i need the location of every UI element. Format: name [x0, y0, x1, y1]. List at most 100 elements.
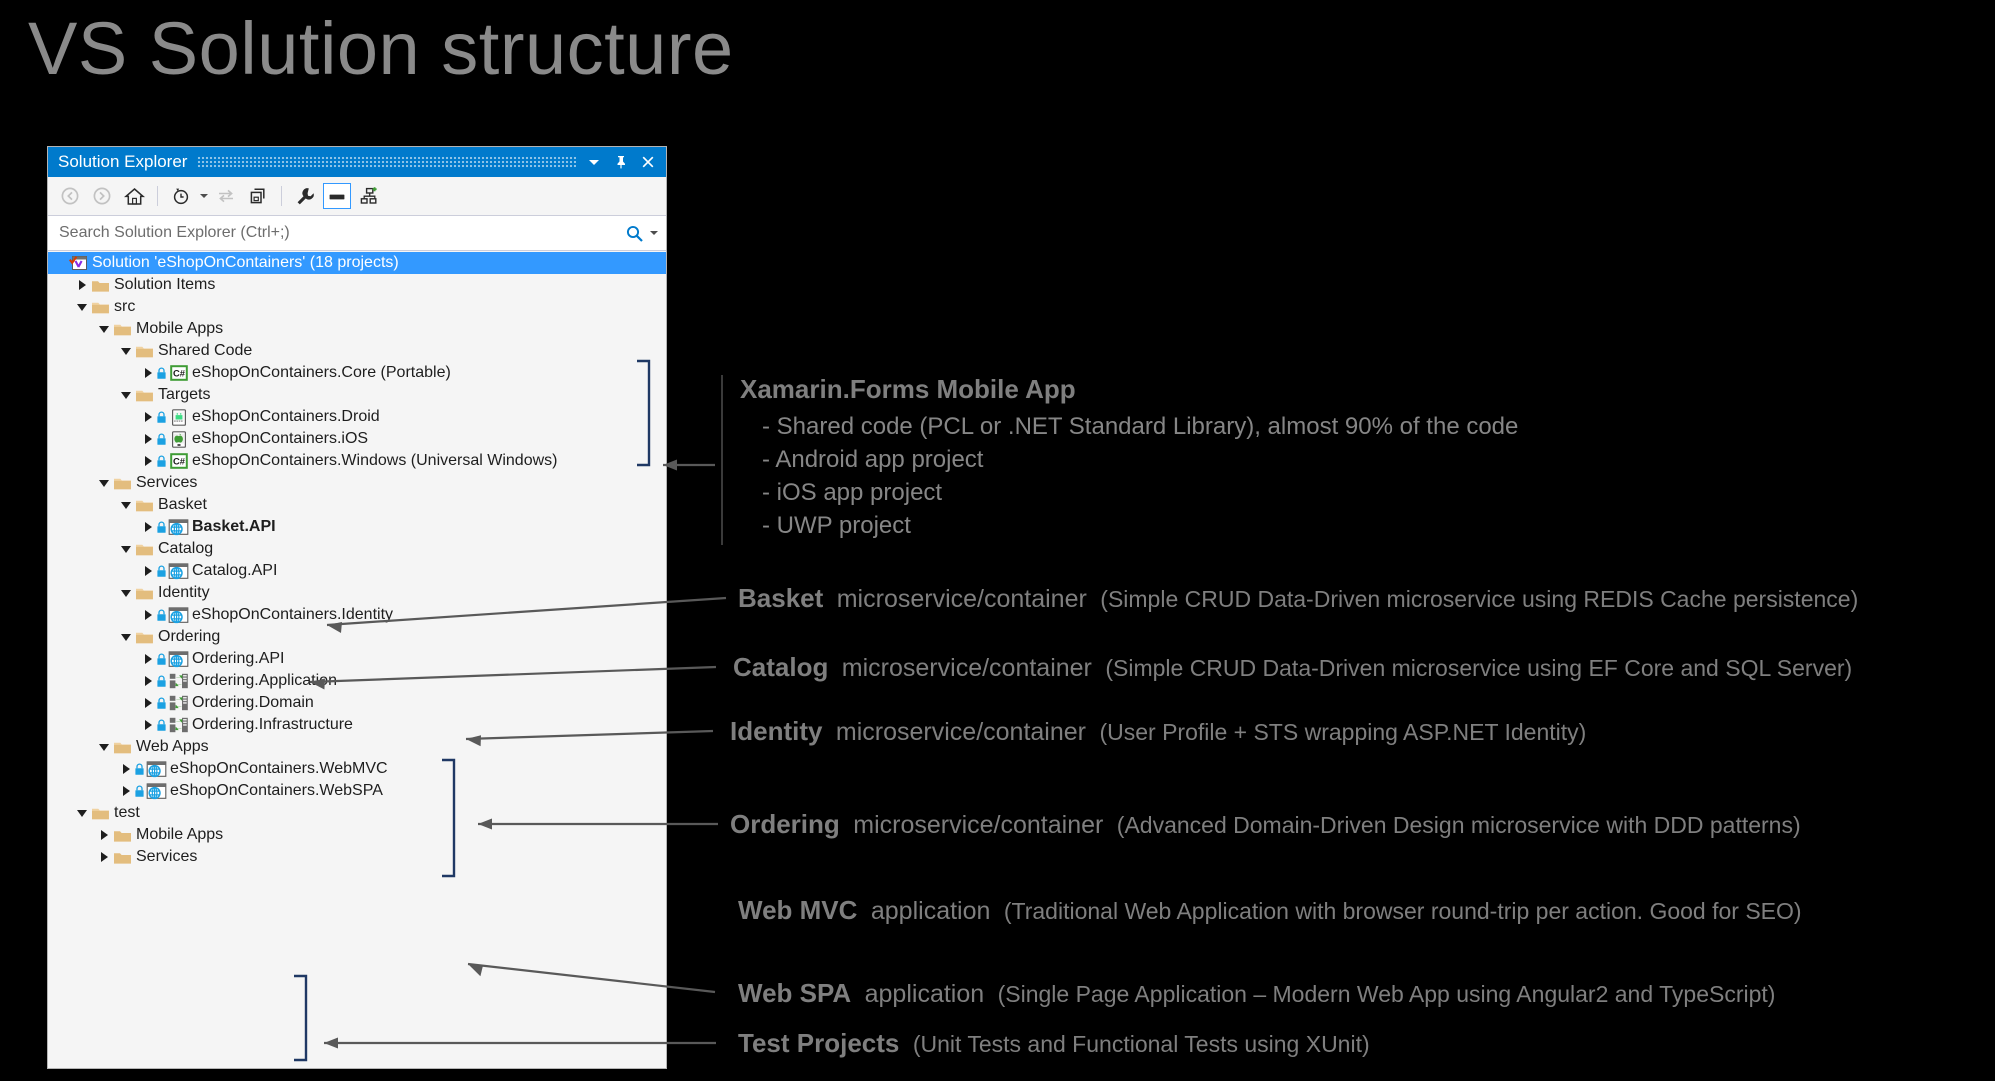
tree-node[interactable]: eShopOnContainers.WebSPA [48, 780, 666, 802]
tree-node-label: src [114, 298, 136, 315]
tree-expander-expanded-icon[interactable] [74, 809, 90, 817]
library-icon [168, 673, 189, 689]
svg-text:C#: C# [173, 455, 186, 466]
tree-node[interactable]: Ordering.Domain [48, 692, 666, 714]
titlebar-drag-handle[interactable] [197, 156, 576, 168]
tree-expander-collapsed-icon[interactable] [140, 368, 156, 378]
tree-node-label: Catalog [158, 540, 214, 557]
tree-expander-collapsed-icon[interactable] [140, 698, 156, 708]
tree-expander-collapsed-icon[interactable] [96, 830, 112, 840]
tree-node[interactable]: Identity [48, 582, 666, 604]
folder-open-icon [134, 542, 155, 557]
tree-node[interactable]: Services [48, 472, 666, 494]
tree-expander-expanded-icon[interactable] [118, 589, 134, 597]
tree-node[interactable]: Solution Items [48, 274, 666, 296]
folder-open-icon [90, 300, 111, 315]
folder-open-icon [134, 586, 155, 601]
search-options-dropdown-arrow[interactable] [650, 231, 658, 235]
pending-changes-dropdown-arrow[interactable] [200, 194, 208, 198]
tree-node[interactable]: Catalog.API [48, 560, 666, 582]
folder-open-icon [134, 630, 155, 645]
show-all-files-button[interactable] [244, 183, 272, 209]
panel-title: Solution Explorer [58, 152, 188, 171]
tree-node[interactable]: test [48, 802, 666, 824]
annotation-webmvc: Web MVC application (Traditional Web App… [738, 895, 1802, 926]
annotation-webspa: Web SPA application (Single Page Applica… [738, 978, 1775, 1009]
tree-node[interactable]: Targets [48, 384, 666, 406]
tree-node[interactable]: eShopOnContainers.WebMVC [48, 758, 666, 780]
tree-expander-expanded-icon[interactable] [118, 391, 134, 399]
folder-closed-icon [112, 828, 133, 843]
search-icon[interactable] [625, 224, 644, 243]
properties-button[interactable] [291, 183, 319, 209]
tree-expander-collapsed-icon[interactable] [140, 412, 156, 422]
annotation-ordering-paren: (Advanced Domain-Driven Design microserv… [1116, 812, 1801, 838]
tree-node[interactable]: Solution 'eShopOnContainers' (18 project… [48, 252, 666, 274]
annotation-identity: Identity microservice/container (User Pr… [730, 716, 1586, 747]
tree-node[interactable]: Ordering.Application [48, 670, 666, 692]
view-class-diagram-button[interactable] [355, 183, 383, 209]
tree-expander-collapsed-icon[interactable] [96, 852, 112, 862]
tree-node[interactable]: eShopOnContainers.Identity [48, 604, 666, 626]
tree-node[interactable]: eShopOnContainers.iOS [48, 428, 666, 450]
tree-node[interactable]: Mobile Apps [48, 824, 666, 846]
tree-expander-expanded-icon[interactable] [118, 501, 134, 509]
lock-icon [156, 608, 167, 622]
tree-node[interactable]: Services [48, 846, 666, 868]
pin-icon[interactable] [613, 154, 629, 170]
tree-node[interactable]: eShopOnContainers.Droid [48, 406, 666, 428]
tree-node-label: Basket.API [192, 518, 276, 535]
tree-expander-expanded-icon[interactable] [118, 633, 134, 641]
tree-expander-expanded-icon[interactable] [74, 303, 90, 311]
tree-node[interactable]: Catalog [48, 538, 666, 560]
tree-expander-collapsed-icon[interactable] [74, 280, 90, 290]
tree-node[interactable]: Ordering [48, 626, 666, 648]
lock-icon [156, 718, 167, 732]
tree-expander-collapsed-icon[interactable] [140, 610, 156, 620]
tree-node[interactable]: Web Apps [48, 736, 666, 758]
home-button[interactable] [120, 183, 148, 209]
web-icon [146, 782, 167, 800]
tree-expander-expanded-icon[interactable] [96, 479, 112, 487]
tree-node[interactable]: Basket.API [48, 516, 666, 538]
tree-expander-expanded-icon[interactable] [118, 347, 134, 355]
tree-expander-collapsed-icon[interactable] [140, 676, 156, 686]
tree-node[interactable]: C# eShopOnContainers.Windows (Universal … [48, 450, 666, 472]
tree-expander-expanded-icon[interactable] [96, 325, 112, 333]
tree-node[interactable]: Ordering.API [48, 648, 666, 670]
chevron-down-icon[interactable] [586, 154, 602, 170]
tree-expander-collapsed-icon[interactable] [118, 764, 134, 774]
tree-expander-collapsed-icon[interactable] [140, 566, 156, 576]
library-icon [168, 717, 189, 733]
annotation-webspa-strong: Web SPA [738, 978, 852, 1008]
tree-node[interactable]: Ordering.Infrastructure [48, 714, 666, 736]
tree-expander-collapsed-icon[interactable] [140, 456, 156, 466]
tree-expander-expanded-icon[interactable] [118, 545, 134, 553]
tree-node-label: Ordering.Application [192, 672, 337, 689]
tree-node[interactable]: src [48, 296, 666, 318]
annotation-basket-strong: Basket [738, 583, 824, 613]
tree-node-label: Shared Code [158, 342, 253, 359]
sync-with-active-document-button[interactable] [212, 183, 240, 209]
tree-node[interactable]: Mobile Apps [48, 318, 666, 340]
csharp-icon: C# [168, 365, 189, 381]
tree-expander-collapsed-icon[interactable] [140, 654, 156, 664]
annotation-webspa-paren: (Single Page Application – Modern Web Ap… [997, 981, 1776, 1007]
pending-changes-button[interactable] [167, 183, 195, 209]
tree-expander-collapsed-icon[interactable] [118, 786, 134, 796]
tree-expander-expanded-icon[interactable] [96, 743, 112, 751]
android-icon [168, 408, 189, 426]
tree-expander-collapsed-icon[interactable] [140, 434, 156, 444]
tree-node[interactable]: C# eShopOnContainers.Core (Portable) [48, 362, 666, 384]
back-button[interactable] [56, 183, 84, 209]
tree-expander-collapsed-icon[interactable] [140, 720, 156, 730]
tree-node[interactable]: Basket [48, 494, 666, 516]
annotation-xamarin-bullet-2: - iOS app project [762, 479, 943, 506]
tree-node[interactable]: Shared Code [48, 340, 666, 362]
annotation-tests-paren: (Unit Tests and Functional Tests using X… [912, 1031, 1370, 1057]
preview-selected-items-button[interactable] [323, 183, 351, 209]
search-input[interactable] [57, 223, 625, 243]
close-icon[interactable] [640, 154, 656, 170]
tree-expander-collapsed-icon[interactable] [140, 522, 156, 532]
forward-button[interactable] [88, 183, 116, 209]
